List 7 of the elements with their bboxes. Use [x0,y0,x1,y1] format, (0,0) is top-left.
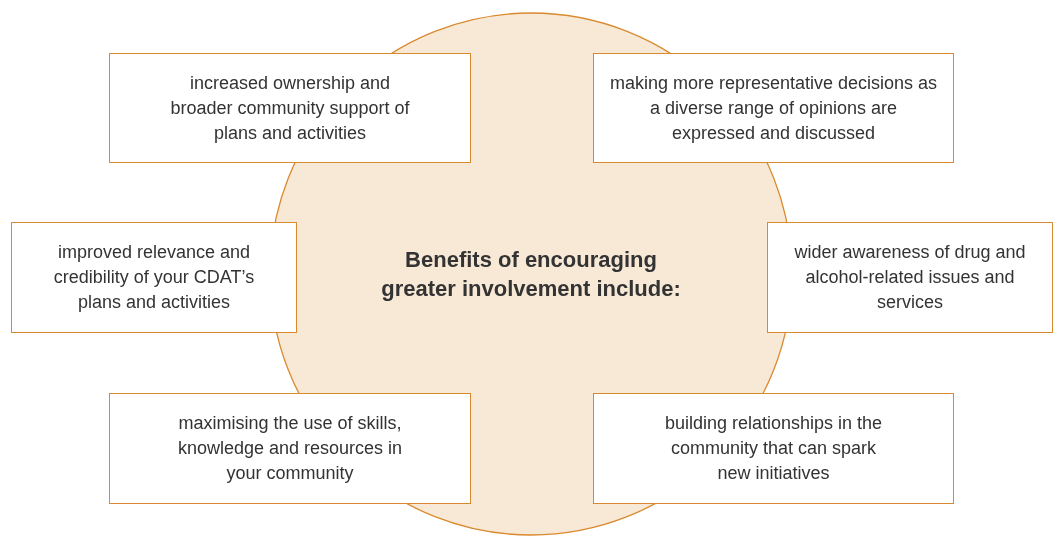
benefit-box: making more representative decisions as a diverse range of opinions are expressed and discussed [593,53,954,163]
benefit-box: increased ownership and broader community support of plans and activities [109,53,471,163]
benefit-box: maximising the use of skills, knowledge and resources in your community [109,393,471,504]
benefit-box: wider awareness of drug and alcohol-related issues and services [767,222,1053,333]
heading-text: Benefits of encouraging greater involvement include: [380,246,682,303]
benefit-box: building relationships in the community that can spark new initiatives [593,393,954,504]
benefit-box: improved relevance and credibility of your CDAT’s plans and activities [11,222,297,333]
